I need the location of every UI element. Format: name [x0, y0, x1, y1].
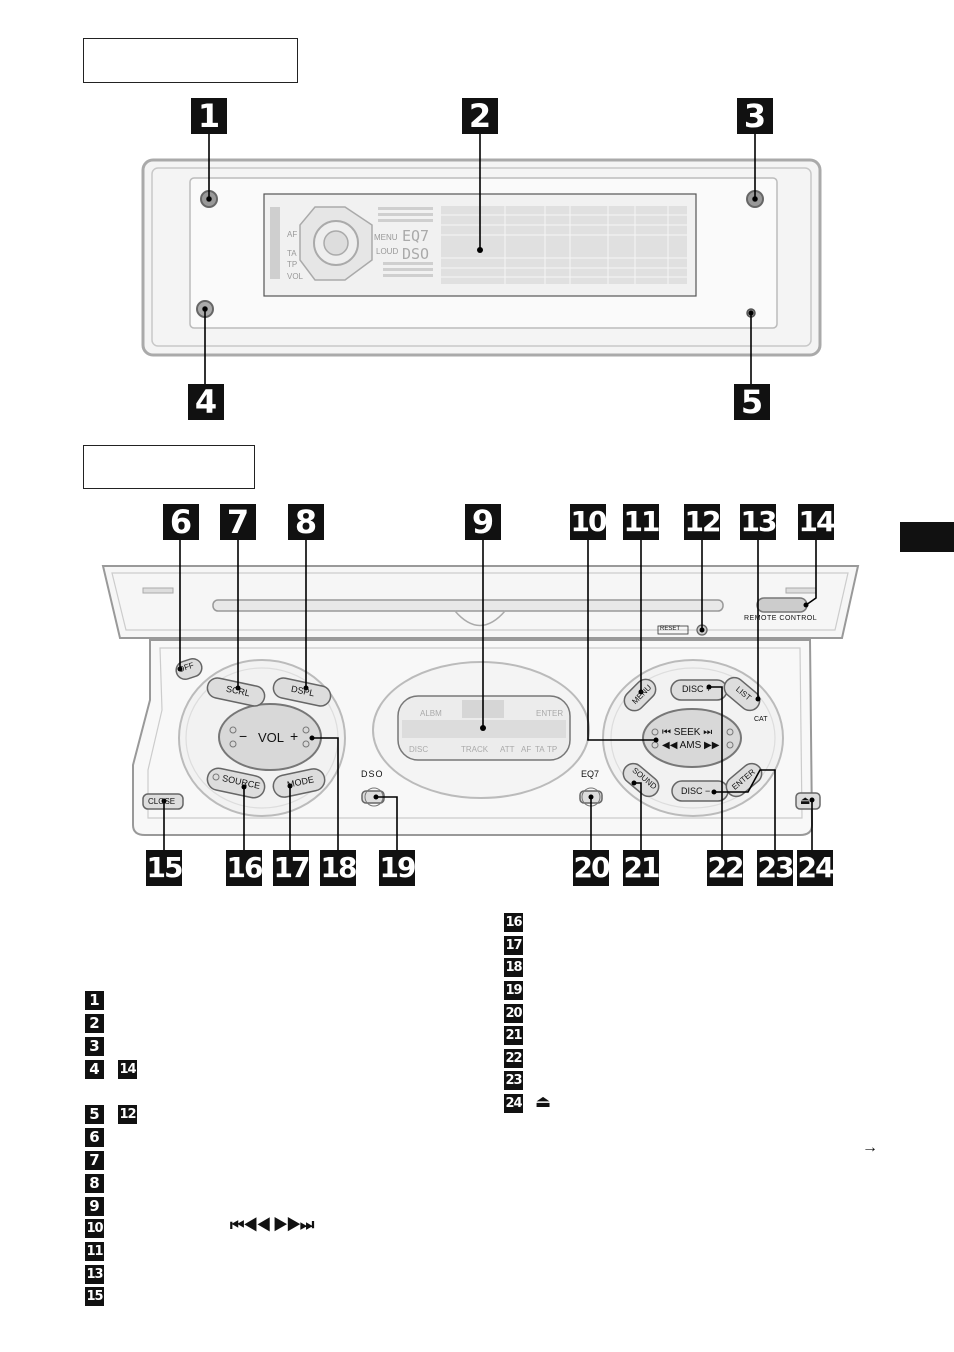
- front-panel-label-box: [83, 38, 298, 83]
- callout-2: 2: [462, 98, 498, 134]
- vol-indicator: VOL: [287, 272, 304, 281]
- callout-5: 5: [734, 384, 770, 420]
- callout-13: 13: [740, 504, 777, 540]
- cat-label: CAT: [754, 716, 768, 723]
- legend-5: 5: [85, 1105, 104, 1124]
- ams-button[interactable]: ◀◀ AMS ▶▶: [662, 740, 720, 751]
- callout-8: 8: [288, 504, 324, 540]
- legend-22: 22: [504, 1049, 523, 1068]
- callout-23: 23: [757, 850, 794, 886]
- disc-minus-button[interactable]: DISC −: [681, 786, 711, 796]
- display-disc: DISC: [409, 745, 429, 754]
- callout-19: 19: [379, 850, 416, 886]
- callout-6: 6: [163, 504, 199, 540]
- legend-eject-icon: ⏏: [535, 1092, 552, 1111]
- vol-label: VOL: [258, 730, 285, 745]
- legend-19: 19: [504, 981, 523, 1000]
- display-enter: ENTER: [536, 709, 564, 718]
- legend-17: 17: [504, 936, 523, 955]
- reset-button[interactable]: RESET: [660, 626, 681, 632]
- legend-5-ref-12: 12: [118, 1105, 137, 1124]
- vol-plus-button[interactable]: +: [290, 728, 299, 744]
- callout-17: 17: [273, 850, 310, 886]
- seek-button[interactable]: ⏮ SEEK ⏭: [662, 727, 713, 738]
- display-att: ATT: [500, 745, 515, 754]
- legend-9: 9: [85, 1197, 104, 1216]
- legend-13: 13: [85, 1265, 104, 1284]
- legend-4: 4: [85, 1060, 104, 1079]
- legend-2: 2: [85, 1014, 104, 1033]
- continue-arrow-icon: →: [862, 1139, 878, 1156]
- legend-10: 10: [85, 1219, 104, 1238]
- display-ta: TA: [535, 745, 545, 754]
- callout-12: 12: [684, 504, 721, 540]
- eq7-indicator: EQ7: [402, 227, 429, 245]
- remote-control-label: REMOTE CONTROL: [744, 615, 818, 622]
- callout-20: 20: [573, 850, 610, 886]
- seek-label: SEEK: [673, 727, 701, 738]
- menu-indicator: MENU: [374, 233, 398, 242]
- legend-20: 20: [504, 1004, 523, 1023]
- legend-seek-symbols: ⏮◀◀ ▶▶⏭: [230, 1217, 314, 1234]
- dso-label: DSO: [361, 769, 384, 779]
- vol-minus-button[interactable]: −: [239, 728, 248, 744]
- callout-18: 18: [320, 850, 357, 886]
- disc-plus-button[interactable]: DISC +: [682, 684, 712, 694]
- display-tp: TP: [547, 745, 558, 754]
- legend-18: 18: [504, 958, 523, 977]
- eq7-label: EQ7: [581, 769, 600, 779]
- legend-3: 3: [85, 1037, 104, 1056]
- callout-15: 15: [146, 850, 183, 886]
- display-track: TRACK: [461, 745, 489, 754]
- legend-16: 16: [504, 913, 523, 932]
- display-af: AF: [521, 745, 532, 754]
- callout-14: 14: [798, 504, 835, 540]
- display-album: ALBM: [420, 709, 442, 718]
- legend-6: 6: [85, 1128, 104, 1147]
- legend-15: 15: [85, 1287, 104, 1306]
- eject-button[interactable]: ⏏: [800, 795, 811, 807]
- callout-9: 9: [465, 504, 501, 540]
- callout-16: 16: [226, 850, 263, 886]
- callout-24: 24: [797, 850, 834, 886]
- callout-10: 10: [570, 504, 607, 540]
- section-tab: [900, 522, 954, 552]
- tp-indicator: TP: [287, 260, 297, 269]
- ta-indicator: TA: [287, 249, 297, 258]
- ams-label: AMS: [679, 740, 702, 751]
- legend-24: 24: [504, 1094, 523, 1113]
- callout-21: 21: [623, 850, 660, 886]
- legend-11: 11: [85, 1242, 104, 1261]
- legend-4-ref-14: 14: [118, 1060, 137, 1079]
- callout-1: 1: [191, 98, 227, 134]
- legend-23: 23: [504, 1071, 523, 1090]
- legend-7: 7: [85, 1151, 104, 1170]
- loud-indicator: LOUD: [376, 247, 398, 256]
- callout-22: 22: [707, 850, 744, 886]
- callout-4: 4: [188, 384, 224, 420]
- af-indicator: AF: [287, 230, 297, 239]
- legend-8: 8: [85, 1174, 104, 1193]
- callout-3: 3: [737, 98, 773, 134]
- legend-21: 21: [504, 1026, 523, 1045]
- callout-11: 11: [623, 504, 660, 540]
- open-panel-label-box: [83, 445, 255, 489]
- callout-7: 7: [220, 504, 256, 540]
- legend-1: 1: [85, 991, 104, 1010]
- dso-indicator: DSO: [402, 245, 429, 263]
- close-button[interactable]: CLOSE: [148, 797, 176, 806]
